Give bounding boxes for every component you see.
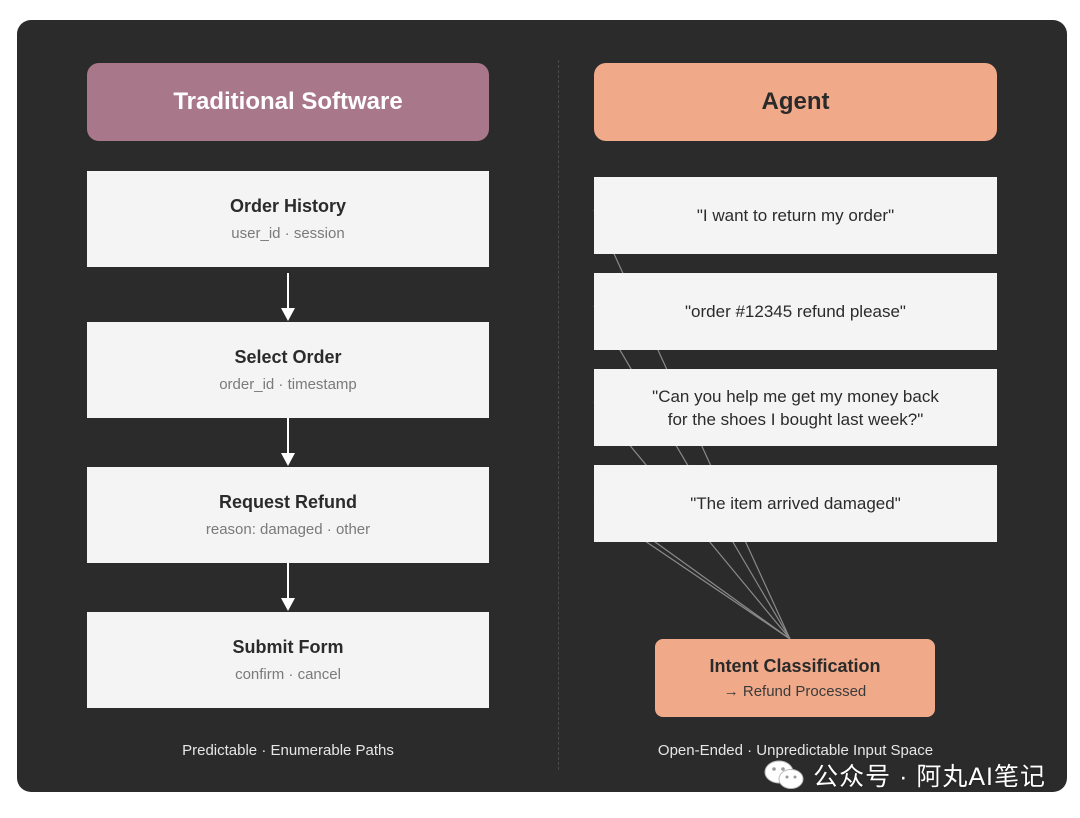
column-divider — [558, 60, 559, 770]
traditional-software-header: Traditional Software — [87, 63, 489, 141]
step-select-order: Select Order order_id · timestamp — [87, 322, 489, 418]
watermark: 公众号 · 阿丸AI笔记 — [763, 758, 1046, 792]
agent-header: Agent — [594, 63, 997, 141]
quote-text: "The item arrived damaged" — [690, 494, 901, 513]
quote-text: for the shoes I bought last week?" — [667, 409, 924, 429]
arrow-down-icon — [281, 273, 295, 321]
step-subtitle: reason: damaged · other — [205, 521, 371, 538]
intent-classification-box: Intent Classification → Refund Processed — [655, 639, 935, 717]
step-request-refund: Request Refund reason: damaged · other — [87, 467, 489, 563]
diagram-panel: Traditional Software Order History user_… — [17, 20, 1067, 792]
quote-text: "Can you help me get my money back — [652, 386, 939, 406]
arrow-down-icon — [281, 563, 295, 611]
quote-text: "order #12345 refund please" — [685, 302, 906, 321]
step-order-history: Order History user_id · session — [87, 171, 489, 267]
user-quote: "The item arrived damaged" — [594, 465, 997, 542]
arrow-down-icon — [281, 418, 295, 466]
step-submit-form: Submit Form confirm · cancel — [87, 612, 489, 708]
step-subtitle: confirm · cancel — [235, 666, 341, 683]
step-subtitle: order_id · timestamp — [219, 376, 357, 393]
wechat-icon — [764, 760, 804, 789]
user-quote: "I want to return my order" — [594, 177, 997, 254]
step-title: Request Refund — [218, 492, 357, 512]
step-title: Select Order — [234, 347, 342, 367]
intent-title: Intent Classification — [709, 656, 881, 676]
agent-title: Agent — [761, 88, 830, 115]
step-title: Submit Form — [232, 637, 344, 657]
traditional-caption: Predictable · Enumerable Paths — [182, 742, 394, 759]
intent-subtitle: → Refund Processed — [723, 683, 867, 700]
watermark-text: 公众号 · 阿丸AI笔记 — [813, 763, 1046, 791]
step-subtitle: user_id · session — [231, 225, 345, 242]
user-quote: "Can you help me get my money back for t… — [594, 369, 997, 446]
user-quote: "order #12345 refund please" — [594, 273, 997, 350]
step-title: Order History — [229, 196, 347, 216]
agent-caption: Open-Ended · Unpredictable Input Space — [657, 742, 934, 759]
traditional-software-title: Traditional Software — [173, 88, 403, 115]
quote-text: "I want to return my order" — [696, 206, 895, 225]
